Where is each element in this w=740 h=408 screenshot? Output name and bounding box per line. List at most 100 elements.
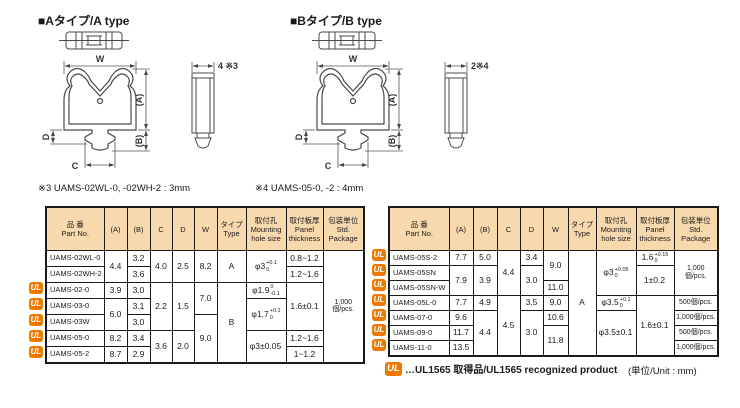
panel-thickness-cell: 1.2~1.6 <box>285 266 324 283</box>
dim-cell: 3.9 <box>103 282 128 299</box>
dim-cell: 3.4 <box>126 330 151 347</box>
col-a: (A) <box>103 206 128 251</box>
panel-thickness-cell: 1±0.2 <box>635 265 675 296</box>
dim-cell: 9.6 <box>448 310 474 326</box>
part-no-cell: UAMS-05-0 <box>45 330 105 347</box>
panel-thickness-cell: 1.6±0.1 <box>635 295 675 356</box>
ul-badge: UL <box>29 282 43 294</box>
header-row: 品 番 Part No. (A) (B) C D W タイプ Type 取付孔 … <box>388 206 719 251</box>
type-a-drawing: W (A) (B) D C 4 ※3 <box>41 28 252 183</box>
part-no-cell: UAMS-02WL-0 <box>45 250 105 267</box>
dim-cell: 1.5 <box>171 282 195 331</box>
ul-badge: UL <box>372 294 386 306</box>
ul-legend: UL …UL1565 取得品/UL1565 recognized product <box>385 361 617 376</box>
ul-badge: UL <box>372 309 386 321</box>
dim-cell: 3.0 <box>519 310 544 356</box>
part-no-cell: UAMS-09-0 <box>388 325 450 341</box>
dim-label-b: (B) <box>387 135 397 148</box>
panel-thickness-cell: 1.2~1.6 <box>285 330 324 347</box>
col-type: タイプ Type <box>216 206 247 251</box>
col-d: D <box>519 206 544 251</box>
dim-cell: 8.2 <box>103 330 128 347</box>
dim-cell: 7.7 <box>448 295 474 311</box>
type-a-note: ※3 UAMS-02WL-0, -02WH-2 : 3mm <box>38 183 191 194</box>
part-no-cell: UAMS-05SN-W <box>388 280 450 296</box>
left-spec-table: 品 番 Part No. (A) (B) C D W タイプ Type 取付孔 … <box>45 206 365 364</box>
dim-cell: 3.5 <box>519 295 544 311</box>
dim-label-d: D <box>295 133 304 140</box>
table-row: UAMS-05S-2 7.7 5.0 4.4 3.4 9.0 A φ3+0.05… <box>388 250 719 356</box>
dim-label-side-a: 4 ※3 <box>218 61 238 71</box>
package-cell: 1,000 個/pcs. <box>322 250 365 363</box>
dim-cell: 3.6 <box>126 266 151 283</box>
dim-cell: 7.7 <box>448 250 474 266</box>
part-no-cell: UAMS-02-0 <box>45 282 105 299</box>
panel-thickness-cell: 1~1.2 <box>285 346 324 363</box>
dim-label-w: W <box>96 54 105 64</box>
table-row: UAMS-05SN-W 11.0 <box>388 280 718 296</box>
dim-label-c: C <box>325 161 332 171</box>
right-spec-table: 品 番 Part No. (A) (B) C D W タイプ Type 取付孔 … <box>388 206 719 357</box>
col-pkg: 包装単位 Std. Package <box>673 206 719 251</box>
dim-label-w: W <box>349 54 358 64</box>
type-cell: B <box>216 282 247 363</box>
ul-badge: UL <box>372 324 386 336</box>
dim-cell: 4.0 <box>149 250 173 283</box>
dim-cell: 4.5 <box>496 295 521 356</box>
table-row: UAMS-07-0 9.6 4.4 3.0 10.6 φ3.5±0.1 1,00… <box>388 310 719 356</box>
ul-badge: UL <box>29 330 43 342</box>
type-cell: A <box>567 250 597 356</box>
ul-badge: UL <box>372 279 386 291</box>
side-view <box>444 72 468 149</box>
part-no-cell: UAMS-05L-0 <box>388 295 450 311</box>
dim-label-d: D <box>42 133 51 140</box>
right-spec-table-wrap: UL UL UL UL UL UL UL 品 番 Part No. (A) (B… <box>372 206 719 357</box>
dim-cell: 3.1 <box>126 298 151 315</box>
dim-cell: 9.0 <box>542 250 569 281</box>
col-hole: 取付孔 Mounting hole size <box>245 206 287 251</box>
dim-cell: 9.0 <box>193 314 218 363</box>
dim-cell: 8.7 <box>103 346 128 363</box>
dim-cell: 7.0 <box>193 282 218 315</box>
col-part: 品 番 Part No. <box>388 206 450 251</box>
col-d: D <box>171 206 195 251</box>
table-row: UAMS-02WH-2 3.6 1.2~1.6 <box>45 266 364 283</box>
dim-cell: 2.0 <box>171 330 195 363</box>
table-row: UAMS-11-0 13.5 1,000個/pcs. <box>388 340 719 356</box>
ul-badge: UL <box>29 298 43 310</box>
package-cell: 1,000個/pcs. <box>673 340 719 356</box>
type-b-title: ■Bタイプ/B type <box>290 14 382 28</box>
col-b: (B) <box>126 206 151 251</box>
dim-cell: 3.2 <box>126 250 151 267</box>
part-no-cell: UAMS-03W <box>45 314 105 331</box>
table-row: UAMS-05-2 8.7 2.9 1~1.2 <box>45 346 364 363</box>
dim-cell: 2.9 <box>126 346 151 363</box>
ul-legend-text: …UL1565 取得品/UL1565 recognized product <box>405 365 618 376</box>
ul-badge: UL <box>372 249 386 261</box>
dimension-lines <box>303 61 468 168</box>
col-panel: 取付板厚 Panel thickness <box>635 206 675 251</box>
panel-thickness-cell: 0.8~1.2 <box>285 250 324 267</box>
dim-cell: 4.4 <box>472 310 498 356</box>
dim-cell: 7.9 <box>448 265 474 296</box>
col-hole: 取付孔 Mounting hole size <box>595 206 637 251</box>
col-b: (B) <box>472 206 498 251</box>
part-no-cell: UAMS-05SN <box>388 265 450 281</box>
dim-cell: 11.8 <box>542 325 569 356</box>
dim-label-a: (A) <box>134 94 144 107</box>
side-view <box>191 72 215 149</box>
col-pkg: 包装単位 Std. Package <box>322 206 365 251</box>
dim-cell: 2.5 <box>171 250 195 283</box>
ul-badge: UL <box>29 314 43 326</box>
left-spec-table-wrap: UL UL UL UL UL 品 番 Part No. (A) (B) C D … <box>29 206 365 364</box>
panel-thickness-cell: 1.6±0.1 <box>285 282 324 331</box>
dim-cell: 6.0 <box>103 298 128 331</box>
header-row: 品 番 Part No. (A) (B) C D W タイプ Type 取付孔 … <box>45 206 365 251</box>
ul-badge: UL <box>385 361 402 376</box>
